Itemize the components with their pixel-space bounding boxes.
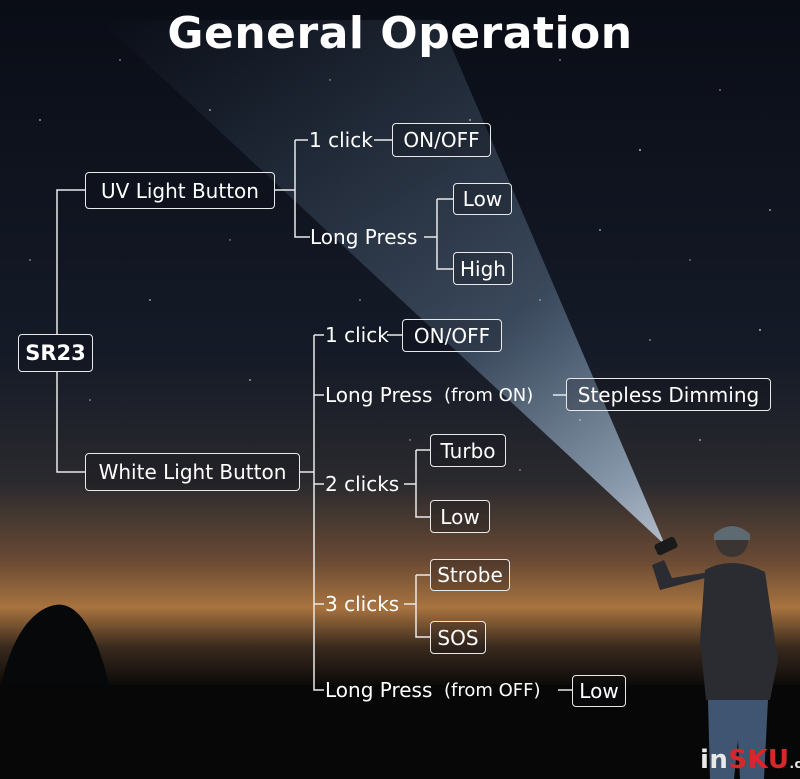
uv-on-off-node: ON/OFF: [392, 123, 491, 157]
page-title: General Operation: [167, 8, 633, 59]
insku-watermark: inSKU.com: [700, 745, 800, 775]
uv-long-press-label: Long Press: [310, 225, 418, 249]
white-2-clicks-low-node: Low: [430, 500, 490, 533]
watermark-part-sku: SKU: [728, 745, 790, 775]
uv-1-click-label: 1 click: [309, 128, 373, 152]
white-long-press-off-label: Long Press: [325, 678, 433, 702]
uv-light-button-node: UV Light Button: [85, 172, 275, 209]
white-long-press-off-note: (from OFF): [444, 680, 541, 701]
stepless-dimming-node: Stepless Dimming: [566, 378, 771, 411]
uv-low-node: Low: [453, 183, 512, 215]
watermark-part-in: in: [700, 745, 729, 775]
white-2-clicks-label: 2 clicks: [325, 472, 400, 496]
white-1-click-label: 1 click: [325, 323, 389, 347]
watermark-part-com: .com: [789, 757, 800, 771]
uv-high-node: High: [453, 252, 513, 285]
strobe-node: Strobe: [430, 559, 510, 591]
root-node-sr23: SR23: [18, 334, 93, 372]
sos-node: SOS: [430, 621, 486, 654]
white-on-off-node: ON/OFF: [402, 319, 502, 352]
white-3-clicks-label: 3 clicks: [325, 592, 400, 616]
white-long-press-on-note: (from ON): [444, 385, 534, 406]
white-long-press-on-label: Long Press: [325, 383, 433, 407]
person-silhouette: [652, 525, 778, 779]
white-long-press-off-low-node: Low: [572, 675, 626, 707]
white-light-button-node: White Light Button: [85, 453, 300, 491]
turbo-node: Turbo: [430, 434, 506, 467]
